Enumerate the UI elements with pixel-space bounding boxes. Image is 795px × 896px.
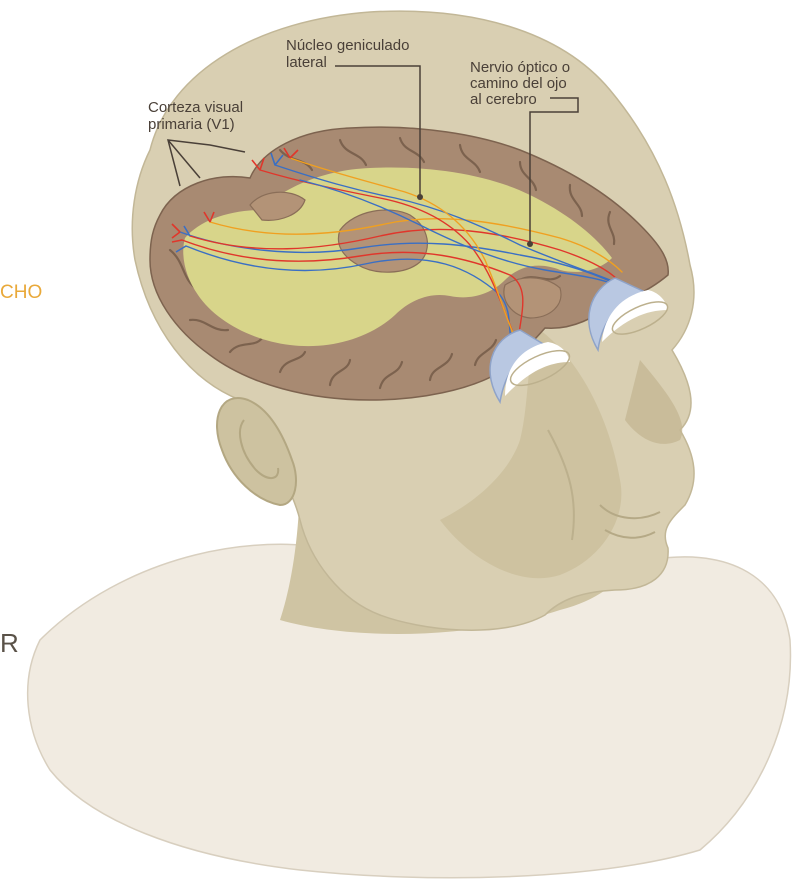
lgn-label-line2: lateral: [286, 54, 327, 71]
optic-nerve-label-line2: camino del ojo: [470, 75, 567, 92]
edge-text-low: R: [0, 628, 19, 658]
v1-label-line1: Corteza visual: [148, 99, 243, 116]
optic-nerve-label-line1: Nervio óptico o: [470, 59, 570, 76]
edge-text-mid: CHO: [0, 282, 42, 303]
v1-label-line2: primaria (V1): [148, 116, 235, 133]
optic-nerve-label-line3: al cerebro: [470, 91, 537, 108]
lgn-label-line1: Núcleo geniculado: [286, 37, 409, 54]
